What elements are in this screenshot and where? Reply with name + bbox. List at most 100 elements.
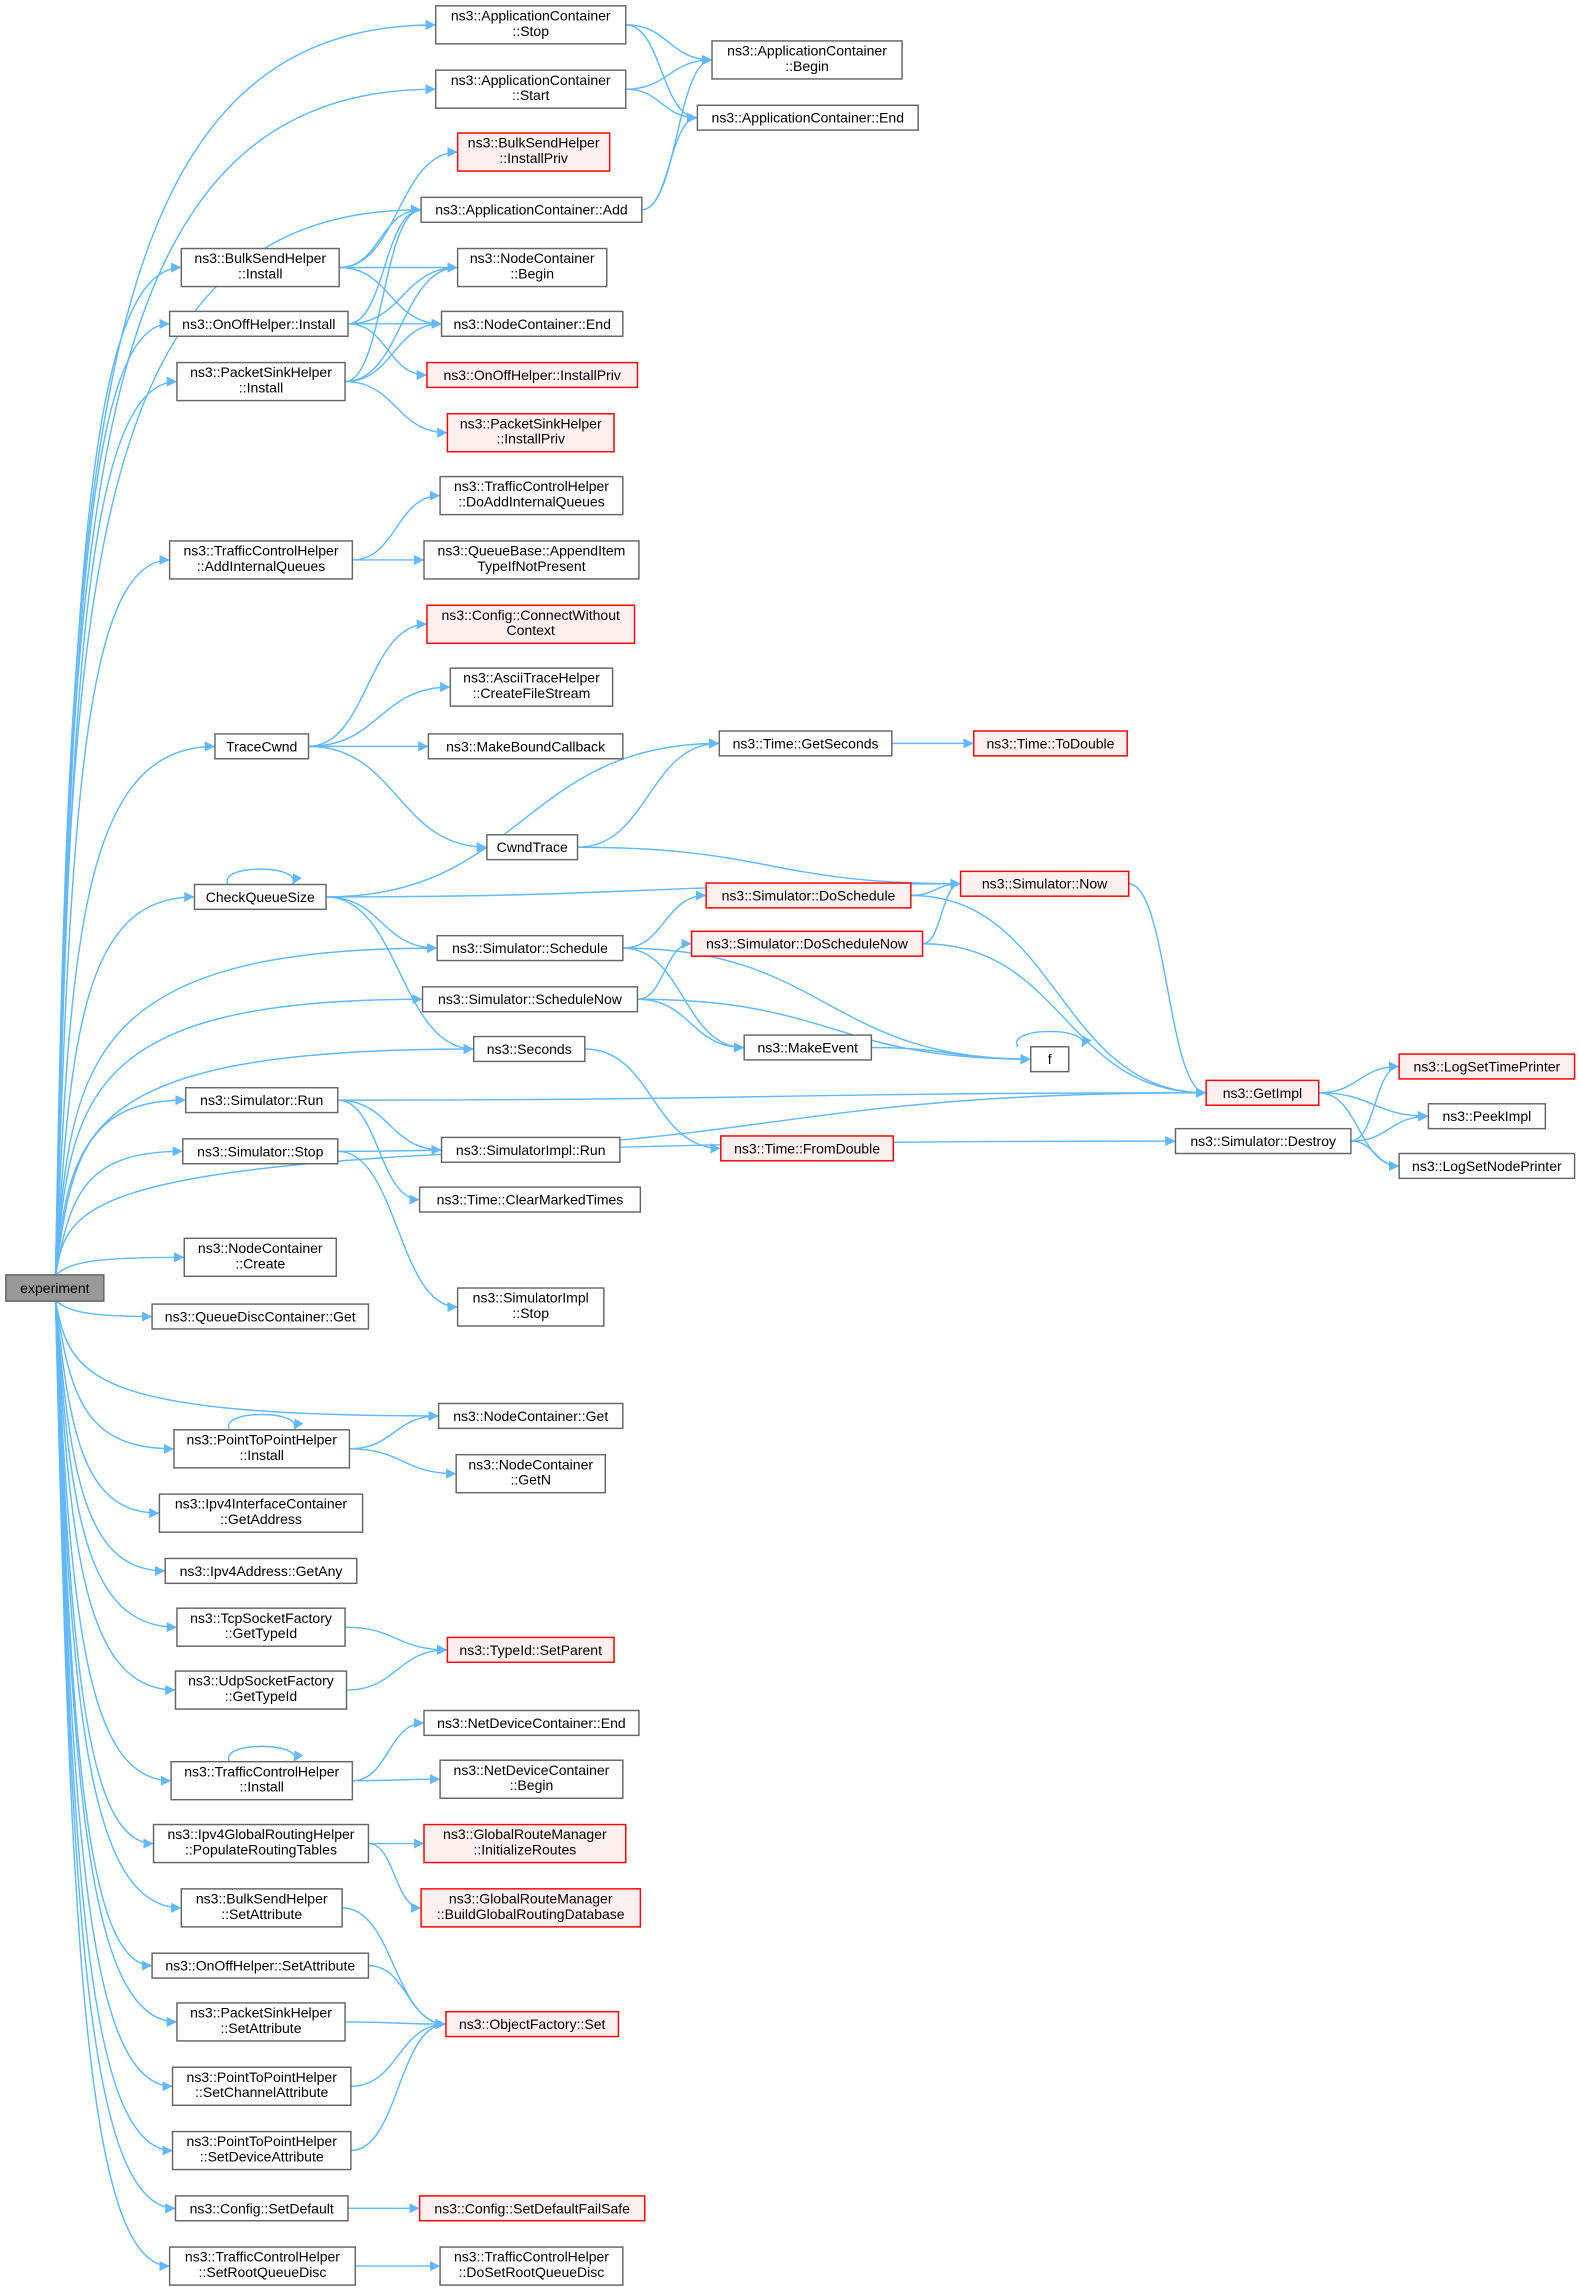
node-ns3-ipv4interfacecontainer-getaddress[interactable]: ns3::Ipv4InterfaceContainer::GetAddress bbox=[158, 1493, 364, 1533]
node-ns3-simulatorimpl-stop[interactable]: ns3::SimulatorImpl::Stop bbox=[456, 1287, 605, 1327]
node-ns3-netdevicecontainer-end[interactable]: ns3::NetDeviceContainer::End bbox=[423, 1709, 640, 1737]
node-ns3-trafficcontrolhelper-setrootqueuedisc[interactable]: ns3::TrafficControlHelper::SetRootQueueD… bbox=[168, 2246, 357, 2286]
call-edge bbox=[352, 490, 441, 561]
node-ns3-globalroutemanager-initializeroutes[interactable]: ns3::GlobalRouteManager::InitializeRoute… bbox=[423, 1823, 627, 1864]
call-edge bbox=[1318, 1092, 1429, 1122]
node-tracecwnd[interactable]: TraceCwnd bbox=[214, 733, 310, 760]
node-ns3-typeid-setparent[interactable]: ns3::TypeId::SetParent bbox=[446, 1636, 615, 1664]
node-experiment[interactable]: experiment bbox=[5, 1274, 105, 1302]
node-box bbox=[180, 1888, 343, 1928]
node-box bbox=[180, 247, 340, 288]
call-edge bbox=[641, 54, 713, 211]
node-ns3-trafficcontrolhelper-doaddinternalqueues[interactable]: ns3::TrafficControlHelper::DoAddInternal… bbox=[439, 475, 624, 516]
node-ns3-applicationcontainer-stop[interactable]: ns3::ApplicationContainer::Stop bbox=[434, 5, 627, 45]
node-ns3-simulator-schedule[interactable]: ns3::Simulator::Schedule bbox=[436, 934, 624, 962]
node-ns3-bulksendhelper-installpriv[interactable]: ns3::BulkSendHelper::InstallPriv bbox=[456, 132, 611, 172]
node-ns3-simulatorimpl-run[interactable]: ns3::SimulatorImpl::Run bbox=[440, 1136, 621, 1164]
node-ns3-makeboundcallback[interactable]: ns3::MakeBoundCallback bbox=[427, 733, 624, 760]
node-label: ns3::Time::ClearMarkedTimes bbox=[437, 1192, 624, 1208]
node-label: ::Begin bbox=[510, 1777, 554, 1793]
node-ns3-simulator-doschedulenow[interactable]: ns3::Simulator::DoScheduleNow bbox=[690, 930, 924, 957]
node-ns3-ipv4address-getany[interactable]: ns3::Ipv4Address::GetAny bbox=[164, 1557, 358, 1585]
node-ns3-simulator-run[interactable]: ns3::Simulator::Run bbox=[184, 1086, 339, 1114]
call-edge bbox=[346, 1644, 448, 1691]
node-ns3-getimpl[interactable]: ns3::GetImpl bbox=[1205, 1079, 1320, 1106]
node-label: ::GetTypeId bbox=[225, 1625, 297, 1641]
node-box bbox=[184, 1086, 339, 1114]
node-ns3-onoffhelper-installpriv[interactable]: ns3::OnOffHelper::InstallPriv bbox=[426, 361, 639, 389]
node-label: ::GetAddress bbox=[220, 1511, 302, 1527]
node-f[interactable]: f bbox=[1029, 1046, 1070, 1073]
node-ns3-simulator-doschedule[interactable]: ns3::Simulator::DoSchedule bbox=[705, 882, 912, 909]
node-ns3-config-setdefaultfailsafe[interactable]: ns3::Config::SetDefaultFailSafe bbox=[418, 2195, 646, 2222]
node-ns3-udpsocketfactory-gettypeid[interactable]: ns3::UdpSocketFactory::GetTypeId bbox=[174, 1670, 348, 1710]
node-label: CwndTrace bbox=[497, 839, 568, 855]
call-edge bbox=[54, 741, 215, 1275]
node-label: ::Create bbox=[235, 1255, 285, 1271]
call-edge bbox=[910, 878, 961, 897]
node-ns3-bulksendhelper-install[interactable]: ns3::BulkSendHelper::Install bbox=[180, 247, 340, 288]
node-ns3-onoffhelper-install[interactable]: ns3::OnOffHelper::Install bbox=[168, 310, 349, 337]
node-ns3-time-todouble[interactable]: ns3::Time::ToDouble bbox=[972, 730, 1128, 757]
node-ns3-time-clearmarkedtimes[interactable]: ns3::Time::ClearMarkedTimes bbox=[418, 1186, 642, 1213]
node-box bbox=[449, 667, 614, 707]
node-box bbox=[423, 1709, 640, 1737]
call-edge bbox=[54, 376, 177, 1275]
node-ns3-packetsinkhelper-setattribute[interactable]: ns3::PacketSinkHelper::SetAttribute bbox=[176, 2002, 346, 2042]
node-ns3-trafficcontrolhelper-install[interactable]: ns3::TrafficControlHelper::Install bbox=[170, 1760, 354, 1801]
node-ns3-applicationcontainer-begin[interactable]: ns3::ApplicationContainer::Begin bbox=[711, 40, 903, 80]
node-label: ns3::LogSetTimePrinter bbox=[1414, 1058, 1561, 1074]
node-ns3-queuedisccontainer-get[interactable]: ns3::QueueDiscContainer::Get bbox=[151, 1303, 370, 1330]
node-ns3-queuebase-appenditemtypeifnotpresent[interactable]: ns3::QueueBase::AppendItemTypeIfNotPrese… bbox=[423, 540, 640, 580]
node-ns3-packetsinkhelper-installpriv[interactable]: ns3::PacketSinkHelper::InstallPriv bbox=[446, 413, 615, 453]
node-ns3-pointtopointhelper-setchannelattribute[interactable]: ns3::PointToPointHelper::SetChannelAttri… bbox=[171, 2066, 352, 2106]
node-ns3-applicationcontainer-end[interactable]: ns3::ApplicationContainer::End bbox=[696, 104, 919, 131]
node-ns3-applicationcontainer-start[interactable]: ns3::ApplicationContainer::Start bbox=[434, 69, 627, 109]
node-ns3-trafficcontrolhelper-addinternalqueues[interactable]: ns3::TrafficControlHelper::AddInternalQu… bbox=[168, 540, 354, 580]
node-ns3-onoffhelper-setattribute[interactable]: ns3::OnOffHelper::SetAttribute bbox=[151, 1952, 370, 1979]
node-ns3-objectfactory-set[interactable]: ns3::ObjectFactory::Set bbox=[445, 2010, 620, 2038]
node-label: ns3::LogSetNodePrinter bbox=[1412, 1158, 1562, 1174]
node-box bbox=[472, 1035, 586, 1063]
node-label: ns3::GlobalRouteManager bbox=[443, 1826, 607, 1842]
node-label: ::DoAddInternalQueues bbox=[458, 494, 604, 510]
call-edge bbox=[625, 24, 698, 123]
node-ns3-time-getseconds[interactable]: ns3::Time::GetSeconds bbox=[718, 730, 893, 757]
node-ns3-simulator-destroy[interactable]: ns3::Simulator::Destroy bbox=[1174, 1127, 1352, 1155]
node-ns3-nodecontainer-get[interactable]: ns3::NodeContainer::Get bbox=[437, 1402, 624, 1430]
node-ns3-simulator-schedulenow[interactable]: ns3::Simulator::ScheduleNow bbox=[421, 986, 639, 1013]
node-ns3-globalroutemanager-buildglobalroutingdatabase[interactable]: ns3::GlobalRouteManager::BuildGlobalRout… bbox=[420, 1888, 642, 1928]
node-ns3-simulator-stop[interactable]: ns3::Simulator::Stop bbox=[182, 1138, 339, 1165]
node-ns3-bulksendhelper-setattribute[interactable]: ns3::BulkSendHelper::SetAttribute bbox=[180, 1888, 343, 1928]
node-ns3-nodecontainer-create[interactable]: ns3::NodeContainer::Create bbox=[183, 1237, 338, 1278]
node-label: ::SetRootQueueDisc bbox=[199, 2264, 327, 2280]
node-ns3-asciitracehelper-createfilestream[interactable]: ns3::AsciiTraceHelper::CreateFileStream bbox=[449, 667, 614, 707]
node-label: ::Begin bbox=[510, 266, 554, 282]
node-cwndtrace[interactable]: CwndTrace bbox=[486, 834, 579, 861]
node-ns3-trafficcontrolhelper-dosetrootqueuedisc[interactable]: ns3::TrafficControlHelper::DoSetRootQueu… bbox=[439, 2246, 624, 2286]
node-ns3-pointtopointhelper-setdeviceattribute[interactable]: ns3::PointToPointHelper::SetDeviceAttrib… bbox=[171, 2130, 352, 2171]
node-label: ns3::Seconds bbox=[487, 1041, 572, 1057]
node-ns3-simulator-now[interactable]: ns3::Simulator::Now bbox=[959, 870, 1130, 897]
node-ns3-packetsinkhelper-install[interactable]: ns3::PacketSinkHelper::Install bbox=[176, 361, 346, 402]
node-ns3-logsettimeprinter[interactable]: ns3::LogSetTimePrinter bbox=[1398, 1053, 1576, 1080]
call-edge bbox=[345, 262, 458, 383]
node-box bbox=[168, 2246, 357, 2286]
node-ns3-seconds[interactable]: ns3::Seconds bbox=[472, 1035, 586, 1063]
node-checkqueuesize[interactable]: CheckQueueSize bbox=[193, 883, 327, 911]
node-ns3-ipv4globalroutinghelper-populateroutingtables[interactable]: ns3::Ipv4GlobalRoutingHelper::PopulateRo… bbox=[152, 1823, 370, 1864]
node-ns3-config-setdefault[interactable]: ns3::Config::SetDefault bbox=[174, 2195, 349, 2222]
node-ns3-makeevent[interactable]: ns3::MakeEvent bbox=[743, 1034, 873, 1061]
node-ns3-nodecontainer-getn[interactable]: ns3::NodeContainer::GetN bbox=[455, 1453, 607, 1494]
node-ns3-peekimpl[interactable]: ns3::PeekImpl bbox=[1427, 1103, 1547, 1130]
call-edge bbox=[625, 88, 698, 123]
node-ns3-applicationcontainer-add[interactable]: ns3::ApplicationContainer::Add bbox=[420, 196, 643, 223]
node-ns3-pointtopointhelper-install[interactable]: ns3::PointToPointHelper::Install bbox=[173, 1429, 351, 1469]
node-ns3-time-fromdouble[interactable]: ns3::Time::FromDouble bbox=[720, 1135, 895, 1162]
node-ns3-tcpsocketfactory-gettypeid[interactable]: ns3::TcpSocketFactory::GetTypeId bbox=[176, 1607, 346, 1647]
node-ns3-nodecontainer-end[interactable]: ns3::NodeContainer::End bbox=[440, 310, 624, 337]
node-ns3-logsetnodeprinter[interactable]: ns3::LogSetNodePrinter bbox=[1398, 1152, 1576, 1180]
node-ns3-nodecontainer-begin[interactable]: ns3::NodeContainer::Begin bbox=[456, 247, 608, 288]
node-ns3-netdevicecontainer-begin[interactable]: ns3::NetDeviceContainer::Begin bbox=[439, 1759, 624, 1799]
